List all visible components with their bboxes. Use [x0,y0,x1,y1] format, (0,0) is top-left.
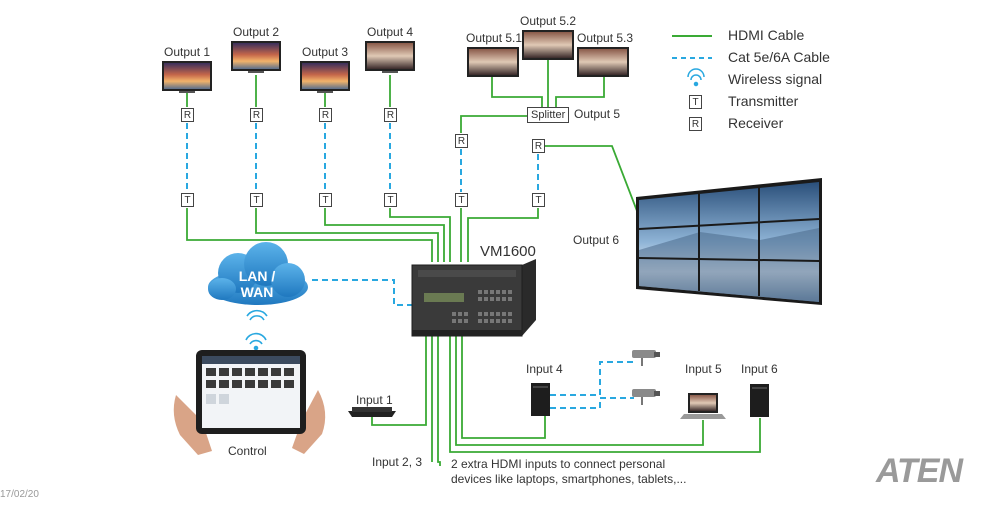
input-4-pc-icon [531,383,550,416]
output-3-label: Output 3 [302,45,349,59]
input-4-label: Input 4 [526,362,563,376]
output-5-2-monitor-icon [522,30,574,60]
legend-receiver-box: R [689,117,702,131]
control-tablet-icon [173,350,326,455]
transmitter-box-2: T [250,193,263,207]
legend-wireless-label: Wireless signal [728,71,823,87]
lan-wan-cloud-icon [208,242,308,305]
legend-transmitter-box: T [689,95,702,109]
receiver-box-output-6: R [532,139,545,153]
lan-label: LAN / [238,268,276,284]
transmitter-box-6: T [532,193,545,207]
output-4-label: Output 4 [367,25,414,39]
receiver-box-output-2: R [250,108,263,122]
output-6-video-wall-icon [636,178,822,305]
matrix-label: VM1600 [480,243,536,260]
output-2-monitor-icon [231,41,281,73]
input-1-label: Input 1 [356,393,393,407]
transmitter-box-3: T [319,193,332,207]
transmitter-box-1: T [181,193,194,207]
extra-inputs-note: 2 extra HDMI inputs to connect personal … [451,457,686,487]
input-6-pc-icon [750,384,769,417]
control-label: Control [228,444,267,458]
input-2-3-label: Input 2, 3 [372,455,423,469]
output-5-1-label: Output 5.1 [466,31,523,45]
splitter-box: Splitter [527,107,570,123]
legend-wireless-icon [687,68,705,87]
receiver-box-output-3: R [319,108,332,122]
wireless-icon [245,309,268,351]
output-3-monitor-icon [300,61,350,93]
lan-wan-label: LAN / WAN [226,268,288,300]
hdmi-cables [186,60,761,466]
input-5-laptop-icon [680,393,726,419]
input-6-label: Input 6 [741,362,778,376]
legend-hdmi-label: HDMI Cable [728,27,805,43]
output-5-1-monitor-icon [467,47,519,77]
transmitter-box-4: T [384,193,397,207]
output-4-monitor-icon [365,41,415,73]
output-1-monitor-icon [162,61,212,93]
legend-receiver-label: Receiver [728,115,784,131]
input-5-label: Input 5 [685,362,722,376]
legend-cat-label: Cat 5e/6A Cable [728,49,830,65]
vm1600-matrix-icon [411,259,536,337]
wan-label: WAN [240,284,274,300]
output-1-label: Output 1 [164,45,211,59]
receiver-box-output-4: R [384,108,397,122]
extra-inputs-note-line-2: devices like laptops, smartphones, table… [451,472,687,486]
aten-logo: ATEN [876,452,963,490]
output-6-label: Output 6 [573,233,620,247]
receiver-box-output-1: R [181,108,194,122]
output-5-label: Output 5 [574,107,621,121]
output-5-2-label: Output 5.2 [520,14,577,28]
input-4-camera-2-icon [632,389,660,405]
transmitter-box-5: T [455,193,468,207]
receiver-box-output-5: R [455,134,468,148]
output-5-3-label: Output 5.3 [577,31,634,45]
extra-inputs-note-line-1: 2 extra HDMI inputs to connect personal [451,457,666,471]
cat-cables [186,123,634,409]
output-5-3-monitor-icon [577,47,629,77]
input-4-camera-1-icon [632,350,660,366]
input-1-player-icon [348,407,396,417]
output-2-label: Output 2 [233,25,280,39]
footer-date: 17/02/20 [0,489,39,500]
legend-transmitter-label: Transmitter [728,93,799,109]
